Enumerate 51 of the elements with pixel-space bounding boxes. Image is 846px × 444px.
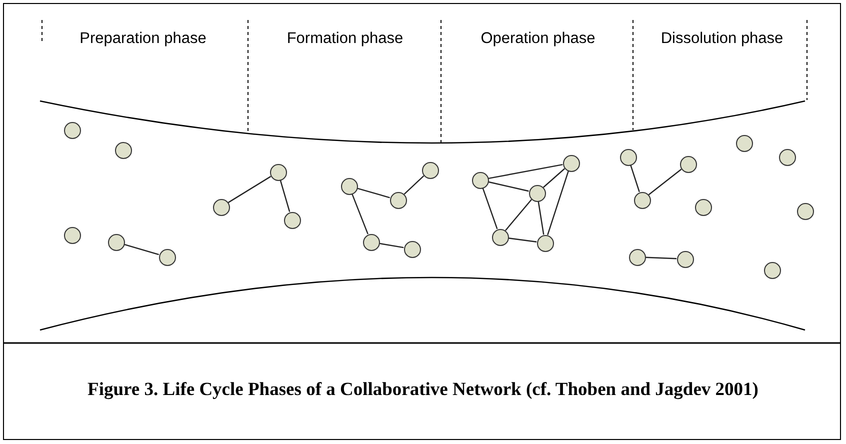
network-node-circle [362, 234, 380, 250]
connector-line [228, 176, 272, 204]
network-node-circle [212, 198, 230, 216]
phase-label: Preparation phase [80, 30, 206, 48]
network-node-circle [284, 212, 300, 228]
phase-label: Dissolution phase [660, 30, 784, 48]
connector-line [547, 170, 569, 236]
network-node-circle [404, 240, 420, 258]
network-node-circle [680, 156, 696, 172]
connector-line [488, 164, 563, 180]
network-node-circle [158, 248, 176, 266]
network-node-circle [778, 148, 796, 166]
network-node-circle [114, 142, 132, 158]
network-node-circle [492, 228, 508, 246]
network-node-circle [694, 198, 712, 216]
phase-label: Formation phase [286, 30, 404, 48]
connector-line [352, 194, 368, 234]
connector-line [280, 180, 290, 212]
network-node-circle [472, 172, 488, 188]
connector-line [488, 181, 529, 192]
network-node-circle [562, 154, 580, 172]
network-node-circle [536, 234, 554, 252]
connector-line [482, 188, 498, 230]
network-node-circle [270, 164, 286, 180]
network-node-circle [528, 184, 546, 202]
network-node-circle [390, 192, 406, 208]
phase-label: Operation phase [480, 30, 596, 48]
network-node-circle [676, 250, 694, 268]
network-node-circle [108, 234, 124, 250]
network-node-circle [764, 262, 780, 278]
connector-line [404, 175, 424, 195]
connector-line [508, 238, 537, 242]
connector-line [648, 168, 682, 196]
connector-line [505, 199, 532, 231]
connector-line [630, 164, 640, 192]
network-node-circle [634, 192, 650, 208]
network-node-circle [628, 248, 646, 266]
network-node-circle [620, 148, 636, 166]
connector-line [124, 244, 160, 256]
network-node-circle [64, 226, 80, 244]
network-node-circle [736, 134, 752, 152]
network-node-circle [796, 202, 814, 220]
network-node-circle [64, 122, 80, 138]
network-node-circle [422, 162, 438, 178]
connector-line [357, 188, 390, 198]
figure-caption: Figure 3. Life Cycle Phases of a Collaborative Network (cf. Thoben and Jagdev 2001) [86, 379, 760, 402]
connector-line [379, 242, 404, 248]
network-node-circle [340, 178, 358, 194]
connector-line [645, 256, 677, 260]
connector-line [542, 168, 566, 188]
connector-line [538, 201, 544, 235]
